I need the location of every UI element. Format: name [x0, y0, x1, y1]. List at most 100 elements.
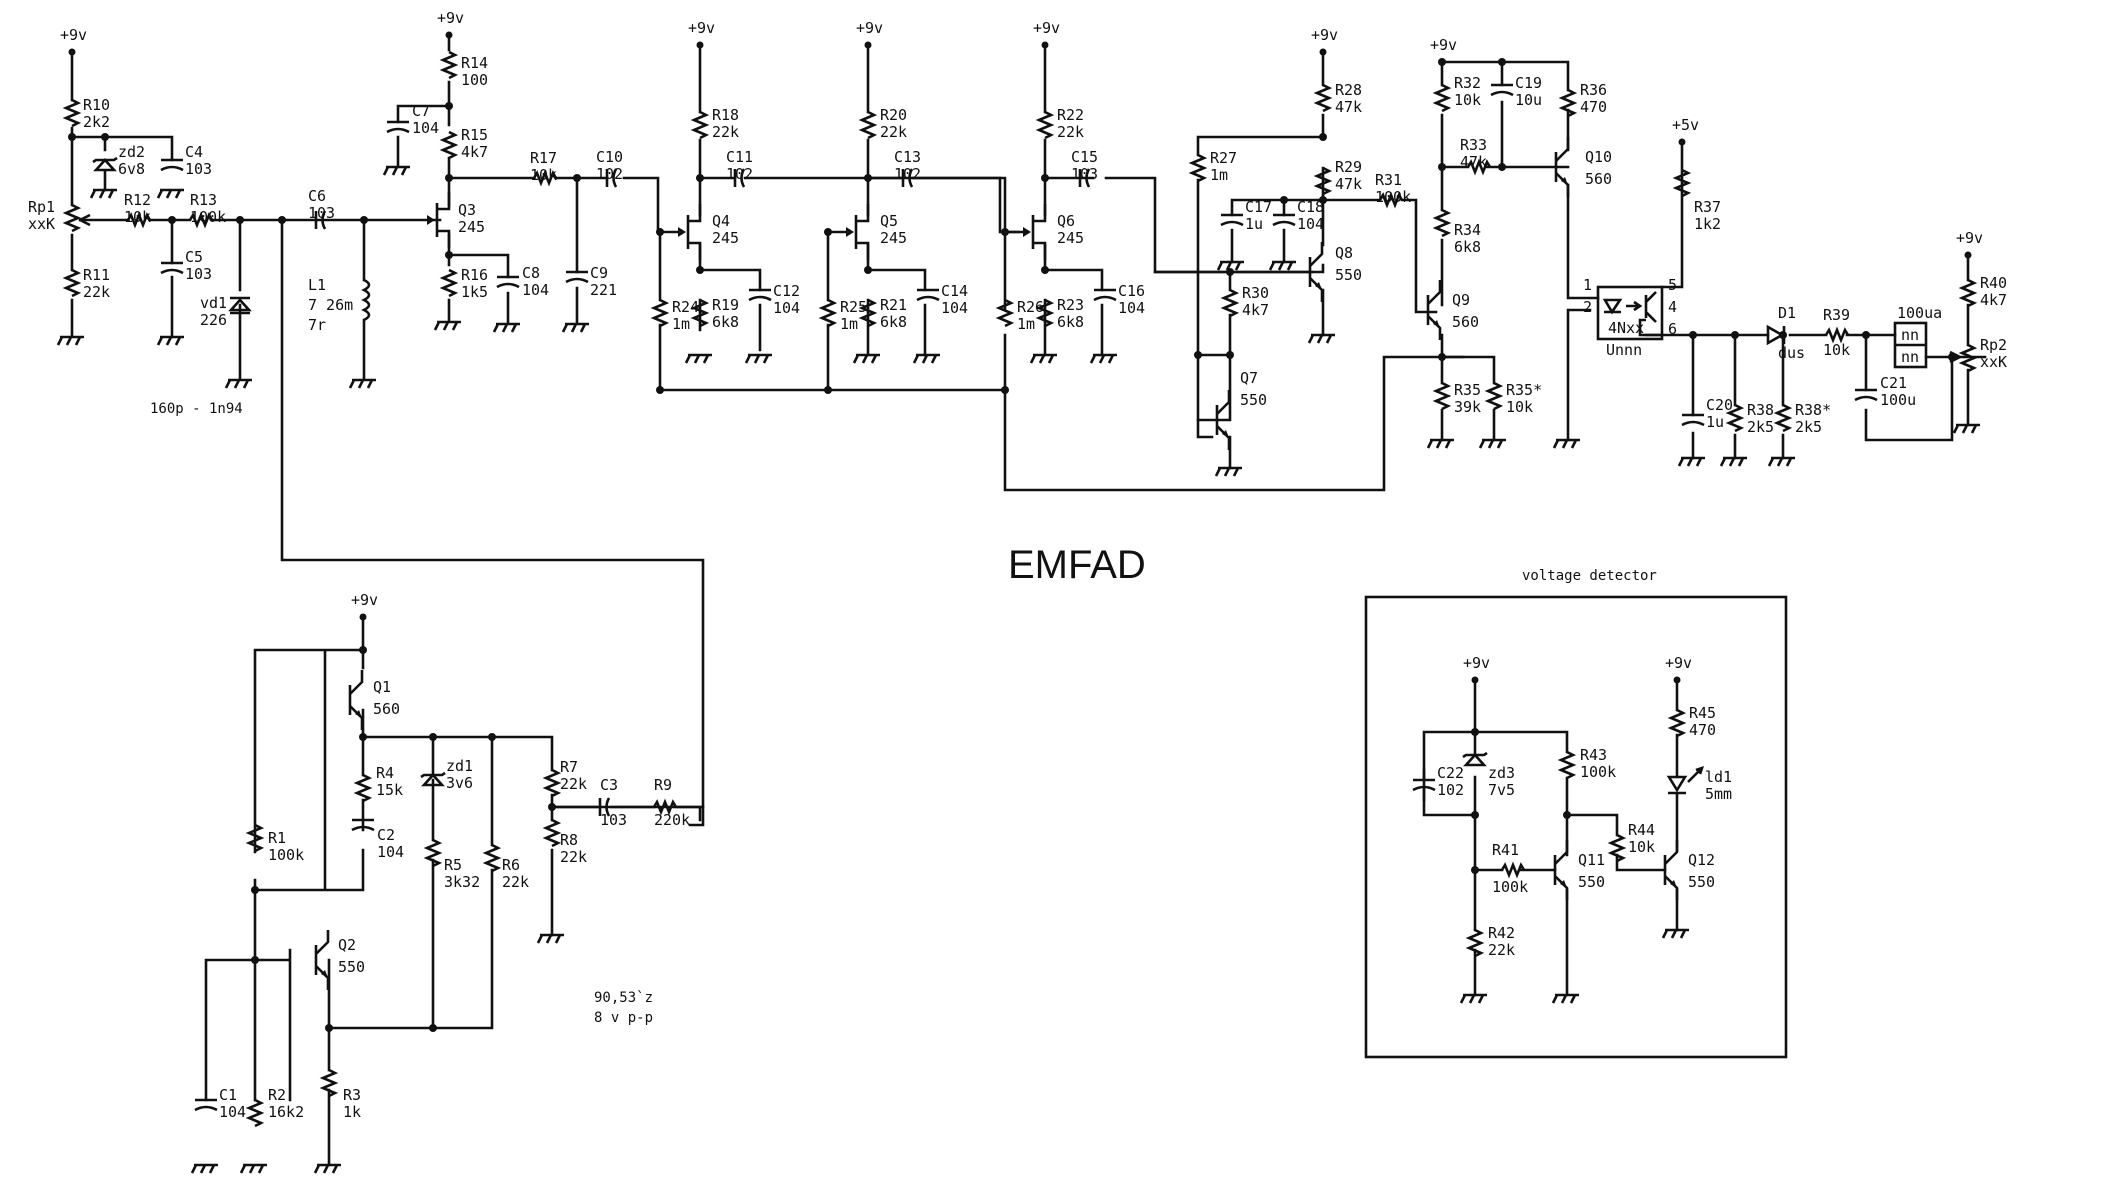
label-c11-ref: C11 — [726, 148, 753, 166]
junction-dot — [864, 266, 872, 274]
label-r36-ref: R36 — [1580, 81, 1607, 99]
label-r26-value: 1m — [1017, 315, 1035, 333]
label-c11-value: 102 — [726, 165, 753, 183]
junction-dot — [1498, 58, 1506, 66]
label-q2-ref: Q2 — [338, 936, 356, 954]
resistor-r31 — [1378, 191, 1404, 209]
junction-dot — [168, 216, 176, 224]
wiper-arrow-icon — [1949, 350, 1961, 364]
voltage-detector-frame — [1364, 595, 1788, 1059]
label-r11-ref: R11 — [83, 266, 110, 284]
label-r31-ref: R31 — [1375, 171, 1402, 189]
label-r17-value: 10k — [530, 166, 557, 184]
wiper-arrow-icon — [79, 213, 91, 227]
label-r30-value: 4k7 — [1242, 301, 1269, 319]
capacitor-c11 — [733, 168, 746, 188]
label-c10-ref: C10 — [596, 148, 623, 166]
resistor-r38-star — [1773, 403, 1793, 433]
junction-dot — [1041, 266, 1049, 274]
junction-dot — [1438, 353, 1446, 361]
label-q12-value: 550 — [1688, 873, 1715, 891]
label-r12-value: 10k — [124, 208, 151, 226]
junction-dot — [278, 216, 286, 224]
supply-label-9v: +9v — [1956, 229, 1983, 247]
label-r10-ref: R10 — [83, 96, 110, 114]
label-r29-ref: R29 — [1335, 158, 1362, 176]
capacitor-c3 — [598, 797, 611, 817]
label-c15-ref: C15 — [1071, 148, 1098, 166]
capacitor-c10 — [605, 168, 618, 188]
jfet-q3 — [427, 192, 451, 248]
label-r2-value: 16k2 — [268, 1103, 304, 1121]
ground-icon — [1661, 928, 1689, 939]
label-c22-ref: C22 — [1437, 764, 1464, 782]
ground-icon — [1952, 423, 1980, 434]
resistor-r13 — [188, 211, 214, 229]
ground-icon — [1551, 993, 1579, 1004]
supply-label-5v: +5v — [1672, 116, 1699, 134]
junction-dot — [696, 266, 704, 274]
optocoupler-pin-2: 2 — [1583, 298, 1592, 316]
resistor-r17 — [532, 169, 558, 187]
capacitor-c18 — [1272, 213, 1296, 227]
capacitor-c5 — [160, 261, 184, 275]
label-c22-value: 102 — [1437, 781, 1464, 799]
led-ld1 — [1666, 765, 1705, 795]
meter-display-top: nn — [1901, 326, 1919, 344]
ground-icon — [1029, 353, 1057, 364]
ground-icon — [224, 378, 252, 389]
label-r38s-ref: R38* — [1795, 401, 1831, 419]
capacitor-c1 — [194, 1098, 218, 1112]
label-r18-ref: R18 — [712, 106, 739, 124]
transistor-q12 — [1663, 840, 1679, 900]
meter-display-bottom: nn — [1901, 348, 1919, 366]
label-optocoupler-value: Unnn — [1606, 341, 1642, 359]
label-c5-value: 103 — [185, 265, 212, 283]
resistor-r15 — [439, 130, 459, 160]
supply-terminal-icon — [1438, 58, 1446, 66]
label-r21-ref: R21 — [880, 296, 907, 314]
supply-label-9v: +9v — [1311, 26, 1338, 44]
ground-icon — [561, 322, 589, 333]
label-r20-ref: R20 — [880, 106, 907, 124]
resistor-r39 — [1824, 326, 1850, 344]
junction-dot — [359, 733, 367, 741]
ground-icon — [744, 353, 772, 364]
label-r6-ref: R6 — [502, 856, 520, 874]
junction-dot — [1001, 228, 1009, 236]
label-q9-ref: Q9 — [1452, 291, 1470, 309]
label-r1-ref: R1 — [268, 829, 286, 847]
label-r11-value: 22k — [83, 283, 110, 301]
label-r7-value: 22k — [560, 775, 587, 793]
label-r13-value: 100k — [190, 208, 226, 226]
label-r17-ref: R17 — [530, 149, 557, 167]
ground-icon — [1478, 438, 1506, 449]
label-c13-ref: C13 — [894, 148, 921, 166]
label-zd1-ref: zd1 — [446, 757, 473, 775]
label-meter-ref: 100ua — [1897, 304, 1942, 322]
label-c20-value: 1u — [1706, 413, 1724, 431]
label-r27-value: 1m — [1210, 166, 1228, 184]
resistor-r9 — [652, 798, 678, 816]
label-r29-value: 47k — [1335, 175, 1362, 193]
label-r43-ref: R43 — [1580, 746, 1607, 764]
resistor-r6 — [482, 843, 502, 873]
junction-dot — [1731, 331, 1739, 339]
resistor-r21 — [858, 298, 878, 328]
junction-dot — [1471, 866, 1479, 874]
label-ld1-value: 5mm — [1705, 785, 1732, 803]
optocoupler-pin-1: 1 — [1583, 276, 1592, 294]
junction-dot — [251, 886, 259, 894]
label-c8-value: 104 — [522, 281, 549, 299]
label-c9-ref: C9 — [590, 264, 608, 282]
label-r8-value: 22k — [560, 848, 587, 866]
junction-dot — [360, 216, 368, 224]
label-r23-ref: R23 — [1057, 296, 1084, 314]
label-r10-value: 2k2 — [83, 113, 110, 131]
label-c1-value: 104 — [219, 1103, 246, 1121]
label-c4-ref: C4 — [185, 143, 203, 161]
label-r20-value: 22k — [880, 123, 907, 141]
resistor-r25 — [818, 298, 838, 328]
label-r18-value: 22k — [712, 123, 739, 141]
resistor-r44 — [1607, 833, 1627, 863]
